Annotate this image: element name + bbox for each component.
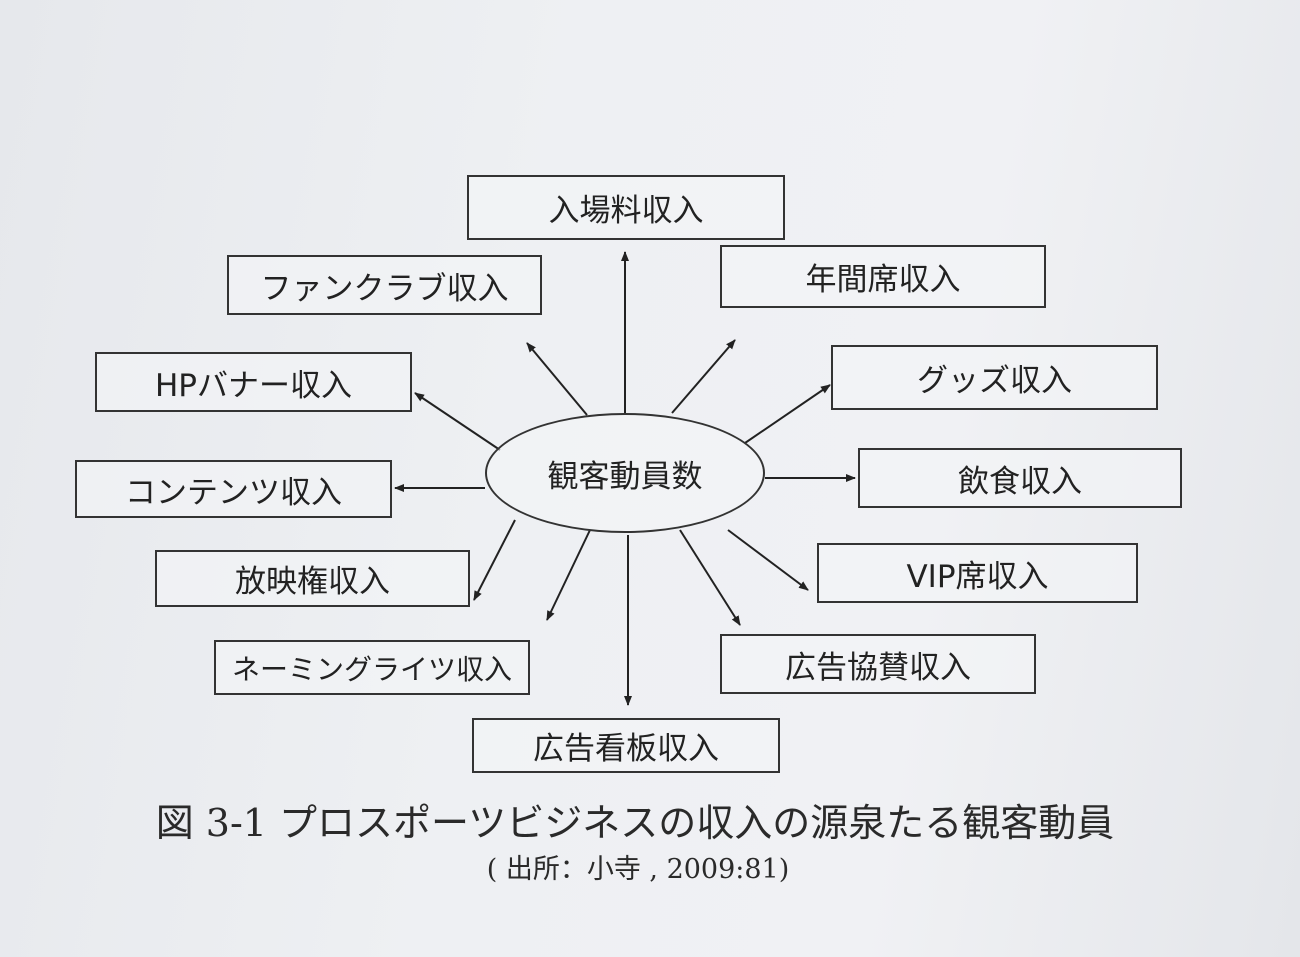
arrow-naming [546,529,591,621]
node-food: 飲食収入 [858,448,1182,508]
arrow-vip [727,529,809,591]
arrow-season-seat [671,339,736,414]
node-hp-banner: HPバナー収入 [95,352,412,412]
arrow-hp-banner [414,392,501,451]
node-goods: グッズ収入 [831,345,1158,410]
node-entrance: 入場料収入 [467,175,785,240]
node-broadcast: 放映権収入 [155,550,470,607]
arrow-sponsorship [679,529,741,626]
node-season-seat: 年間席収入 [720,245,1046,308]
figure-source: ( 出所：小寺 , 2009:81) [486,854,790,885]
node-sponsorship: 広告協賛収入 [720,634,1036,694]
node-billboard: 広告看板収入 [472,718,780,773]
node-naming: ネーミングライツ収入 [214,640,530,695]
arrow-fanclub [526,342,588,416]
arrow-goods [744,384,831,444]
figure-caption: 図 3-1 プロスポーツビジネスの収入の源泉たる観客動員 [155,801,1115,845]
arrow-broadcast [473,519,516,601]
node-contents: コンテンツ収入 [75,460,392,518]
center-node-attendance: 観客動員数 [485,413,765,533]
node-vip: VIP席収入 [817,543,1138,603]
node-fanclub: ファンクラブ収入 [227,255,542,315]
